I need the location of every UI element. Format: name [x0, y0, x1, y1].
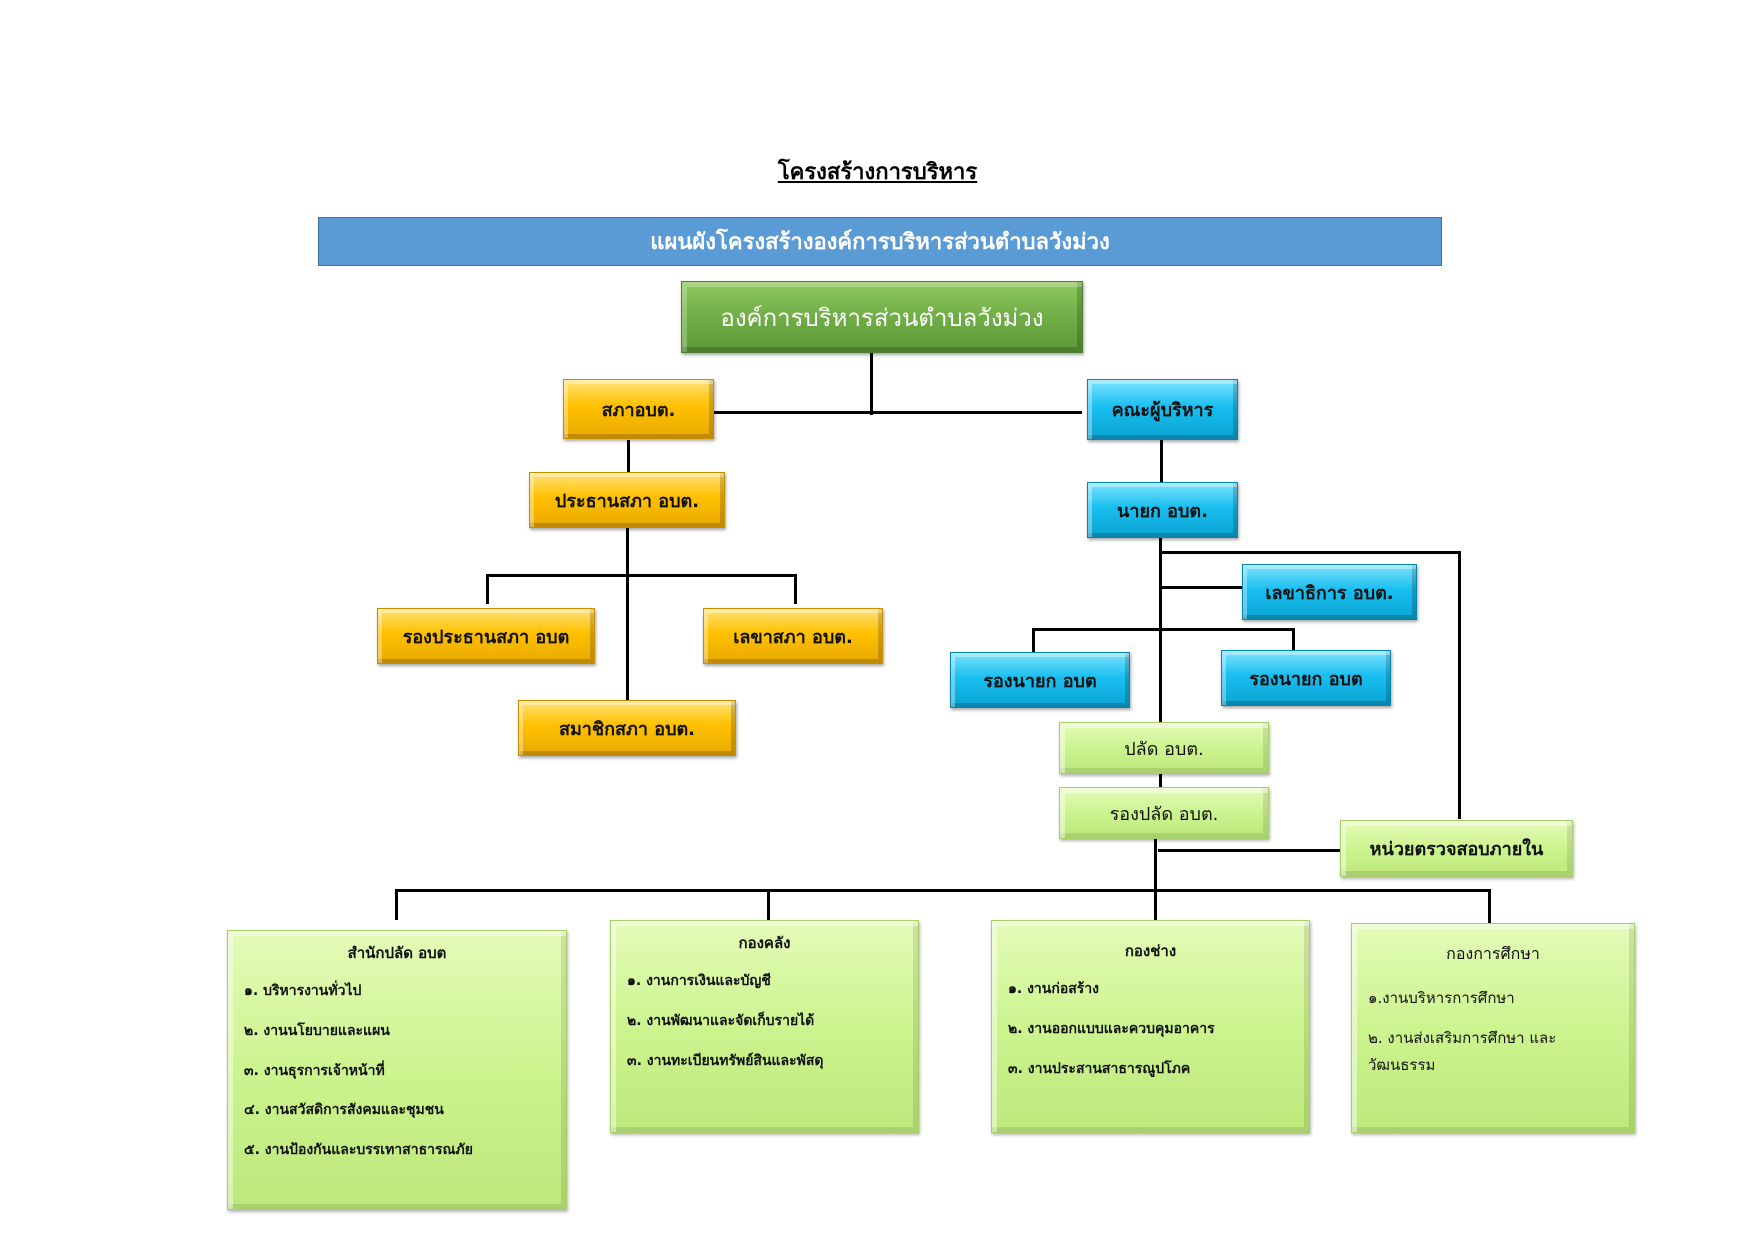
page-title: โครงสร้างการบริหาร — [777, 160, 978, 185]
connector — [1154, 838, 1157, 927]
internal-audit-node: หน่วยตรวจสอบภายใน — [1340, 820, 1573, 877]
department-item: ๒. งานนโยบายและแผน — [244, 1022, 390, 1039]
department-title: สำนักปลัด อบต — [347, 944, 447, 962]
palad-node: ปลัด อบต. — [1059, 722, 1269, 774]
deputy-mayor-left-node: รองนายก อบต — [950, 652, 1130, 708]
connector — [1032, 628, 1035, 652]
connector — [1159, 551, 1461, 554]
department-item: ๒. งานส่งเสริมการศึกษา และวัฒนธรรม — [1368, 1029, 1557, 1074]
deputy-palad-node: รองปลัด อบต. — [1059, 787, 1269, 839]
department-item: ๓. งานธุรการเจ้าหน้าที่ — [244, 1062, 385, 1079]
connector — [395, 889, 398, 920]
connector — [714, 411, 1082, 414]
connector — [486, 574, 796, 577]
department-item: ๓. งานประสานสาธารณูปโภค — [1008, 1060, 1191, 1077]
connector — [626, 528, 629, 700]
connector — [1488, 889, 1491, 927]
department-title: กองคลัง — [738, 934, 791, 952]
connector — [395, 889, 1491, 892]
department-item: ๑. งานก่อสร้าง — [1008, 981, 1099, 997]
connector — [1032, 628, 1295, 631]
department-card: กองคลัง ๑. งานการเงินและบัญชี ๒. งานพัฒน… — [610, 920, 919, 1133]
council-president-node: ประธานสภา อบต. — [529, 472, 725, 528]
council-secretary-node: เลขาสภา อบต. — [703, 608, 883, 664]
connector — [627, 440, 630, 472]
connector — [767, 889, 770, 927]
department-item: ๑.งานบริหารการศึกษา — [1368, 989, 1515, 1007]
department-item: ๑. บริหารงานทั่วไป — [244, 983, 362, 999]
council-node: สภาอบต. — [563, 379, 714, 439]
connector — [1458, 551, 1461, 819]
department-card: กองช่าง ๑. งานก่อสร้าง ๒. งานออกแบบและคว… — [991, 920, 1310, 1133]
executive-node: คณะผู้บริหาร — [1087, 379, 1238, 440]
connector — [1160, 440, 1163, 482]
mayor-node: นายก อบต. — [1087, 482, 1238, 538]
department-item: ๔. งานสวัสดิการสังคมและชุมชน — [244, 1102, 444, 1119]
chart-banner: แผนผังโครงสร้างองค์การบริหารส่วนตำบลวังม… — [318, 217, 1442, 266]
department-item: ๓. งานทะเบียนทรัพย์สินและพัสดุ — [627, 1052, 824, 1069]
deputy-mayor-right-node: รองนายก อบต — [1221, 650, 1391, 706]
council-vice-president-node: รองประธานสภา อบต — [377, 608, 595, 664]
department-item: ๕. งานป้องกันและบรรเทาสาธารณภัย — [244, 1142, 473, 1159]
connector — [1161, 586, 1242, 589]
connector — [1292, 628, 1295, 650]
department-item: ๑. งานการเงินและบัญชี — [627, 973, 771, 989]
mayor-secretary-node: เลขาธิการ อบต. — [1242, 564, 1417, 620]
department-item: ๒. งานพัฒนาและจัดเก็บรายได้ — [627, 1012, 815, 1029]
department-title: กองการศึกษา — [1446, 944, 1540, 963]
connector — [486, 574, 489, 604]
council-member-node: สมาชิกสภา อบต. — [518, 700, 736, 756]
connector — [1159, 773, 1162, 787]
connector — [870, 353, 873, 415]
department-title: กองช่าง — [1124, 942, 1177, 960]
root-node: องค์การบริหารส่วนตำบลวังม่วง — [681, 281, 1083, 353]
department-item: ๒. งานออกแบบและควบคุมอาคาร — [1008, 1020, 1215, 1037]
connector — [1158, 849, 1340, 852]
department-card: สำนักปลัด อบต ๑. บริหารงานทั่วไป ๒. งานน… — [227, 930, 567, 1210]
connector — [794, 574, 797, 604]
department-card: กองการศึกษา ๑.งานบริหารการศึกษา ๒. งานส่… — [1351, 923, 1635, 1133]
